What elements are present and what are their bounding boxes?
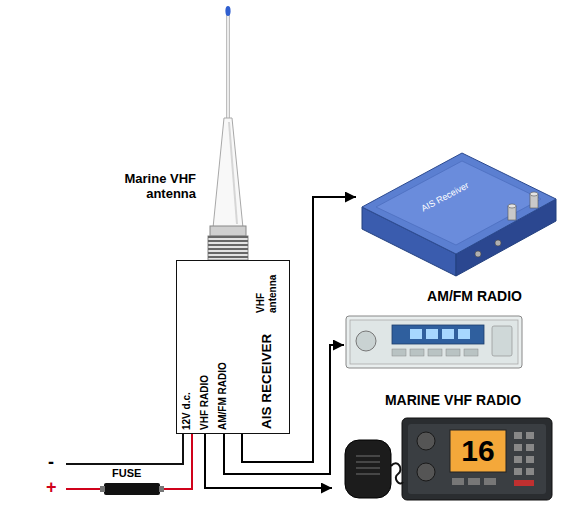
vhf-lcd	[450, 430, 506, 472]
vhf-knob	[417, 432, 435, 450]
vhf-key	[514, 432, 522, 439]
radio-display	[392, 325, 484, 344]
device-socket	[495, 240, 501, 246]
display-segment	[442, 329, 454, 339]
device-heading: AM/FM RADIO	[344, 288, 522, 304]
ais-receiver-device: AIS Receiver	[356, 148, 560, 280]
handset-mic	[345, 440, 391, 498]
polarity-sign: +	[46, 477, 57, 498]
fuse-holder	[104, 483, 160, 495]
vhf-key	[526, 456, 534, 463]
radio-panel	[350, 320, 518, 364]
port-name: VHF RADIO	[199, 375, 211, 430]
port-name: AM/FM RADIO	[217, 362, 229, 430]
vhf-key	[526, 468, 534, 475]
coax-connector	[208, 236, 248, 260]
device-heading: MARINE VHF RADIO	[368, 392, 538, 408]
port-name: VHF antenna	[255, 267, 278, 313]
mic-grill	[356, 461, 380, 463]
vhf-key	[526, 432, 534, 439]
antenna: Marine VHF antenna	[196, 4, 260, 236]
mic-cord	[391, 463, 403, 483]
device-connector	[530, 192, 538, 196]
device-label: AIS Receiver	[419, 180, 470, 214]
antenna-collar	[210, 226, 246, 236]
threaded-fitting	[208, 236, 248, 260]
antenna-heading: Marine VHF antenna	[104, 172, 196, 202]
vhf-button	[468, 478, 480, 485]
channel-number: 16	[450, 430, 506, 472]
radio-button	[392, 349, 406, 356]
vhf-button	[484, 478, 496, 485]
antenna-radome	[213, 118, 243, 228]
vhf-key	[514, 444, 522, 451]
vhf-key	[514, 480, 534, 486]
fuse-end	[100, 486, 105, 492]
polarity-sign: -	[48, 452, 54, 473]
vhf-body	[402, 418, 552, 500]
vhf-front	[408, 424, 546, 494]
fuse-end	[159, 486, 164, 492]
antenna-tip	[225, 6, 230, 16]
positive-wire	[66, 434, 192, 489]
radio-button	[446, 349, 460, 356]
negative-wire	[66, 434, 183, 464]
mic-grill	[356, 455, 380, 457]
radome-shading	[229, 122, 237, 224]
vhf-key	[526, 444, 534, 451]
radio-button	[428, 349, 442, 356]
port-name: 12V d.c.	[181, 392, 193, 430]
radio-button	[410, 349, 424, 356]
device-top-panel	[376, 161, 541, 245]
vhf-button	[452, 478, 464, 485]
display-segment	[458, 329, 470, 339]
am-fm-radio: AM/FM RADIO	[344, 286, 526, 370]
part-name: FUSE	[112, 467, 141, 480]
vhf-key	[514, 468, 522, 475]
antenna-whip	[227, 14, 230, 122]
radio-button	[464, 349, 478, 356]
device-socket	[475, 251, 481, 257]
display-segment	[410, 329, 422, 339]
box-title: AIS RECEIVER	[259, 334, 275, 429]
mic-grill	[356, 467, 380, 469]
vhf-knob	[417, 463, 435, 481]
device-connector	[508, 204, 516, 208]
vhf-cable	[205, 434, 332, 488]
volume-knob	[356, 331, 376, 351]
device-top	[362, 153, 556, 254]
marine-vhf-radio: MARINE VHF RADIO 16	[332, 390, 556, 503]
display-segment	[426, 329, 438, 339]
radio-body	[346, 316, 522, 368]
splitter-box: VHF antennaAIS RECEIVER 12V d.c. VHF RADIO…	[176, 260, 290, 434]
radio-button	[492, 326, 512, 356]
vhf-key	[514, 456, 522, 463]
mic-grill	[356, 473, 380, 475]
